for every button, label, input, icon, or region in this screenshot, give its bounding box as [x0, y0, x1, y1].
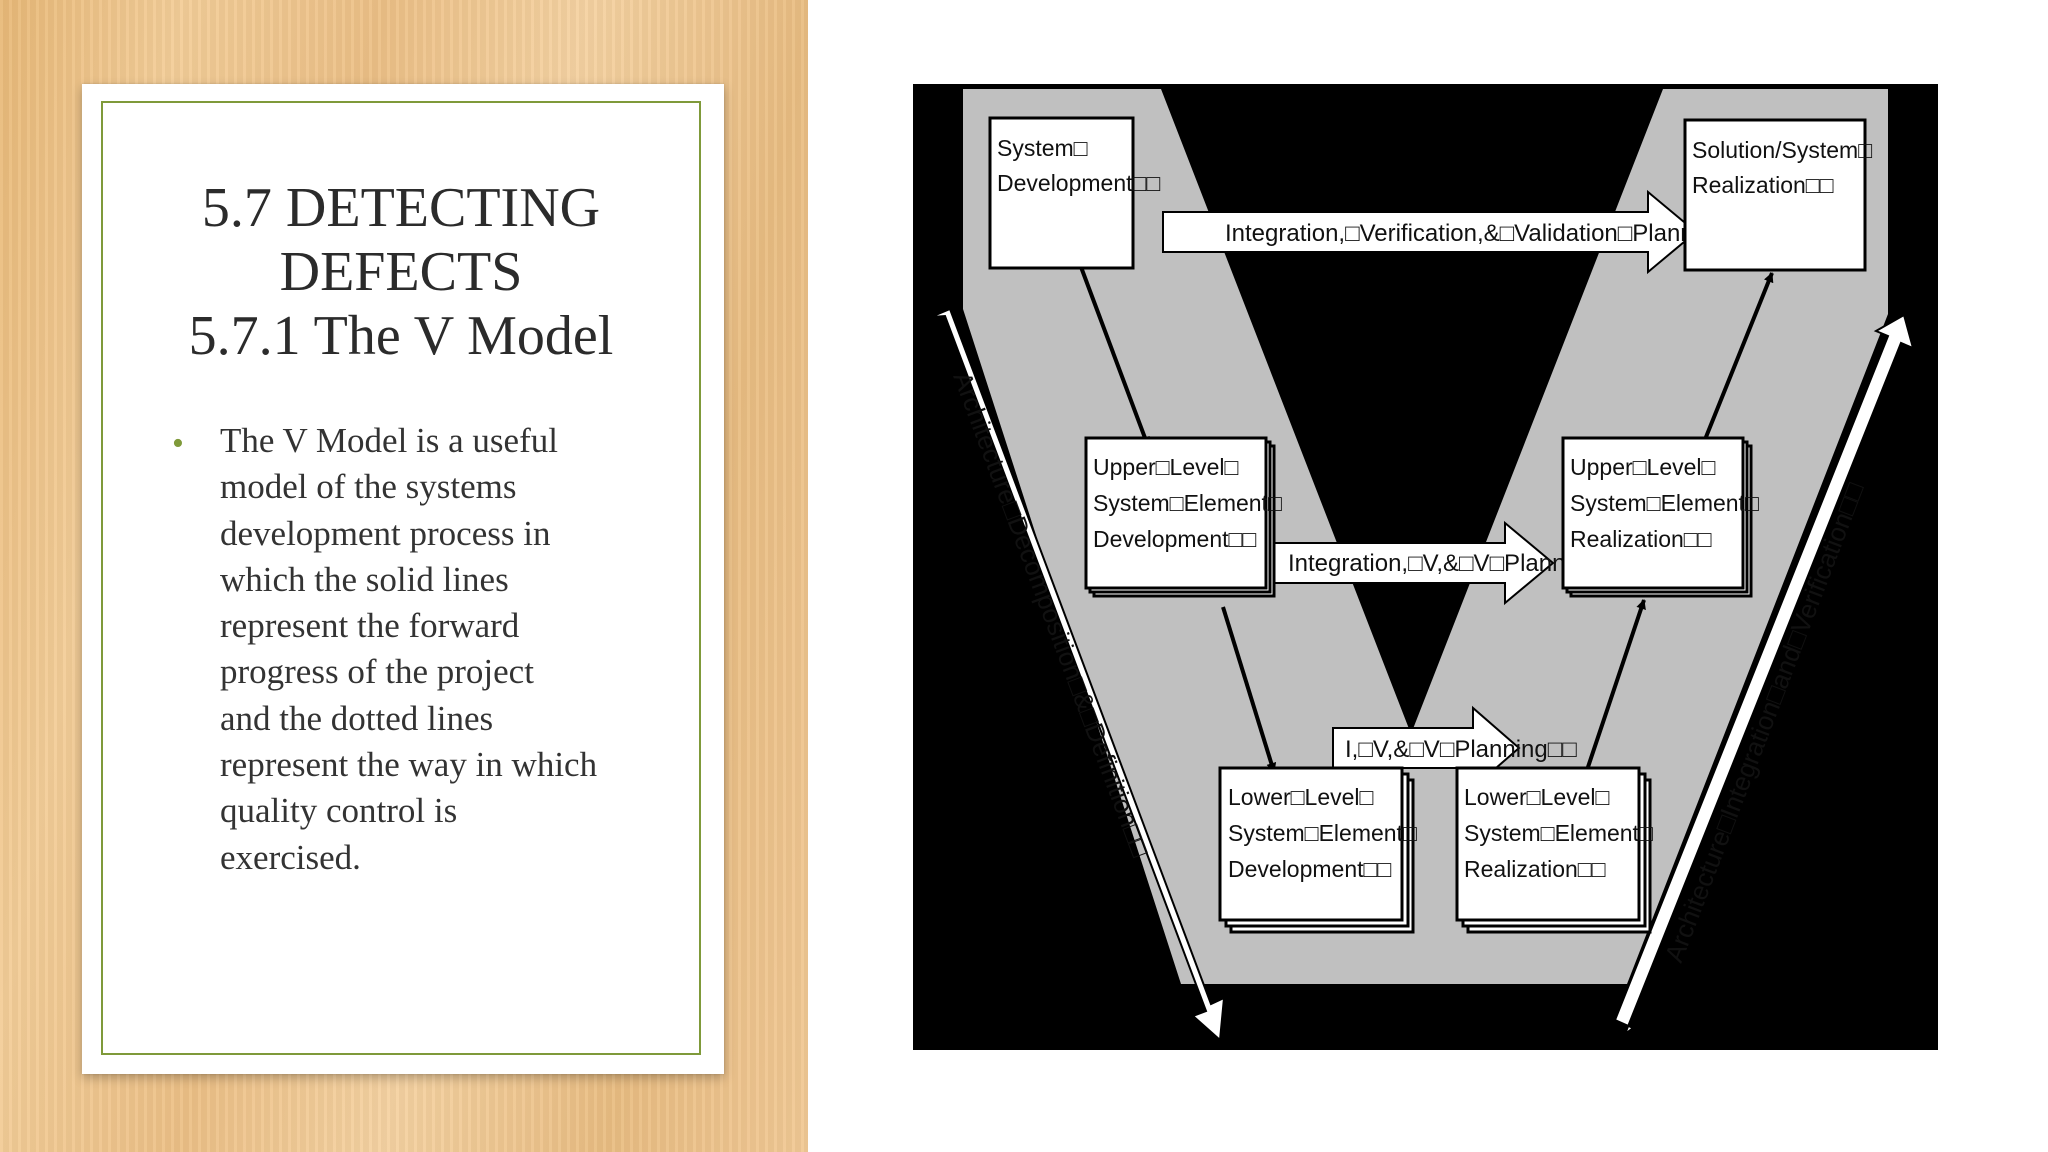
title-line: 5.7 DETECTING: [201, 177, 601, 239]
box-text: Upper□Level□: [1093, 454, 1239, 480]
bullet-line: quality control is: [220, 791, 458, 831]
bullet-line: which the solid lines: [220, 559, 509, 599]
box-upper-development: Upper□Level□ System□Element□ Development…: [1084, 436, 1282, 598]
box-upper-realization: Upper□Level□ System□Element□ Realization…: [1561, 436, 1759, 598]
planning-arrow-top: Integration,□Verification,&□Validation□P…: [1162, 189, 1755, 275]
box-text: System□Element□: [1464, 820, 1653, 846]
bullet-line: development process in: [220, 513, 551, 553]
box-system-development: System□ Development□□: [988, 116, 1160, 270]
title-line: DEFECTS: [279, 241, 523, 303]
planning-label-top: Integration,□Verification,&□Validation□P…: [1225, 220, 1755, 247]
v-model-diagram: Architecture□Decomposition□&□Definition□…: [913, 84, 1938, 1050]
flow-lines: [1079, 266, 1774, 777]
box-solution-realization: Solution/System□ Realization□□: [1683, 118, 1872, 272]
box-text: Realization□□: [1464, 856, 1606, 882]
bullet-line: represent the way in which: [220, 745, 598, 785]
bullet-icon: •: [172, 425, 184, 462]
planning-label-bottom: I,□V,&□V□Planning□□: [1345, 736, 1577, 763]
box-text: Realization□□: [1692, 172, 1834, 198]
v-band: [963, 89, 1888, 984]
bullet-line: represent the forward: [220, 606, 520, 646]
slide-title: 5.7 DETECTING DEFECTS 5.7.1 The V Model: [101, 176, 701, 368]
box-text: Development□□: [1093, 526, 1256, 552]
box-lower-development: Lower□Level□ System□Element□ Development…: [1218, 766, 1417, 934]
box-text: System□Element□: [1228, 820, 1417, 846]
text-card: 5.7 DETECTING DEFECTS 5.7.1 The V Model …: [82, 84, 724, 1074]
box-text: Solution/System□: [1692, 137, 1872, 163]
box-text: System□: [997, 135, 1088, 161]
box-text: System□Element□: [1093, 490, 1282, 516]
bullet-line: model of the systems: [220, 467, 517, 507]
box-text: System□Element□: [1570, 490, 1759, 516]
bullet-line: progress of the project: [220, 652, 534, 692]
bullet-line: exercised.: [220, 837, 361, 877]
card-frame: [101, 101, 701, 1055]
title-line: 5.7.1 The V Model: [188, 305, 614, 367]
bullet-line: The V Model is a useful: [220, 421, 558, 460]
box-text: Development□□: [997, 170, 1160, 196]
box-text: Realization□□: [1570, 526, 1712, 552]
box-lower-realization: Lower□Level□ System□Element□ Realization…: [1455, 766, 1653, 934]
bullet-text: The V Model is a useful model of the sys…: [220, 418, 640, 881]
box-text: Lower□Level□: [1464, 784, 1610, 810]
bullet-line: and the dotted lines: [220, 698, 494, 738]
box-text: Lower□Level□: [1228, 784, 1374, 810]
box-text: Development□□: [1228, 856, 1391, 882]
box-text: Upper□Level□: [1570, 454, 1716, 480]
